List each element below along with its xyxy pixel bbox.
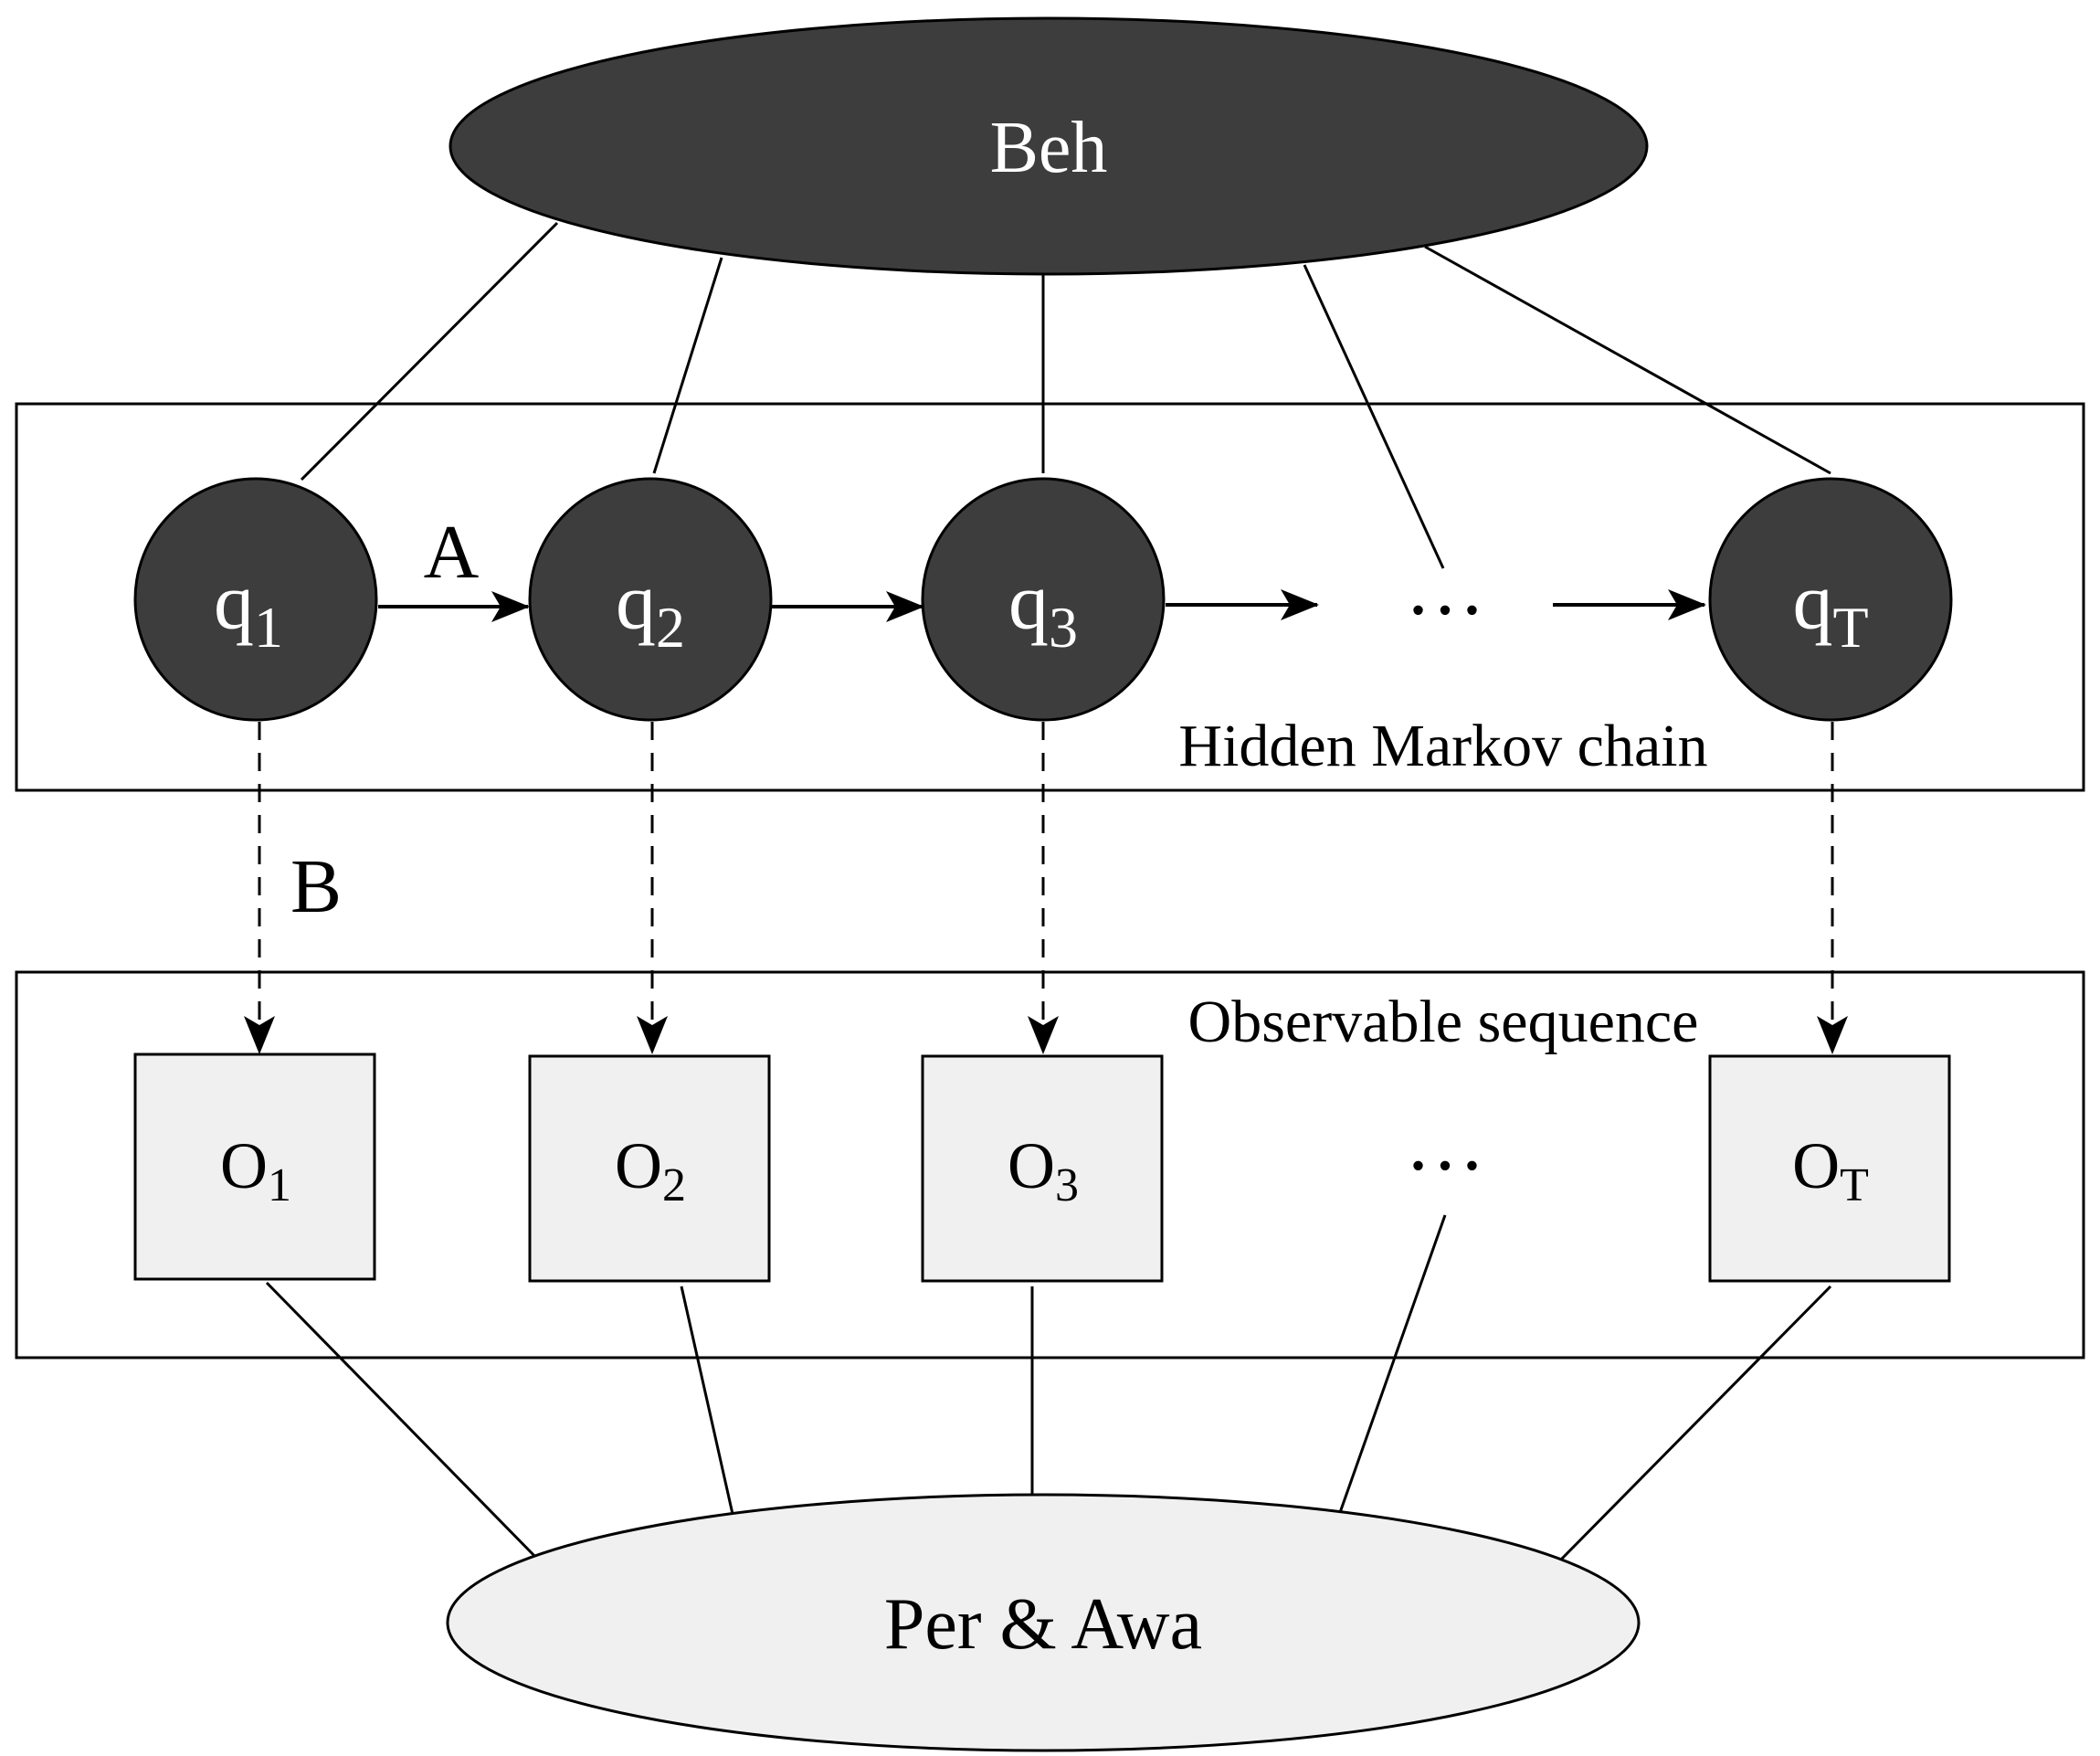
transition-label: A (424, 510, 480, 595)
hidden-state-label: q3 (1008, 558, 1078, 660)
beh-links (300, 221, 1831, 569)
observation: OT (1708, 1054, 1951, 1283)
hidden-chain-caption: Hidden Markov chain (1178, 713, 1707, 779)
observation-label: O1 (220, 1129, 291, 1211)
emission-label: B (290, 844, 342, 929)
hidden-chain-frame (15, 402, 2085, 792)
hidden-states: q1 q2 q3 qT (133, 477, 1953, 722)
beh-label: Beh (990, 108, 1108, 188)
beh-link-qT (1424, 245, 1831, 475)
observation-label: O2 (615, 1129, 686, 1211)
perawa-link-o2 (680, 1285, 736, 1523)
observable-box: Observable sequence (15, 970, 2085, 1359)
hidden-state-circle (133, 477, 378, 722)
beh-link-q2 (652, 257, 723, 474)
observation-box (133, 1053, 376, 1281)
emission-arrows (244, 722, 1848, 1054)
observation: O3 (921, 1054, 1164, 1283)
observable-caption: Observable sequence (1188, 989, 1699, 1055)
hidden-state-label: q2 (616, 558, 685, 660)
observation-box (1708, 1054, 1951, 1283)
hidden-state: qT (1708, 477, 1953, 722)
hidden-state-circle (1708, 477, 1953, 722)
hidden-state-label: q1 (214, 558, 283, 660)
hidden-state: q3 (921, 477, 1166, 722)
beh-ellipse (448, 16, 1649, 276)
observation-label: O3 (1008, 1129, 1079, 1211)
observations: O1 O2 O3 OT (133, 1053, 1951, 1283)
observable-frame (15, 970, 2085, 1359)
observation-box (921, 1054, 1164, 1283)
observable-ellipsis: … (1405, 1099, 1485, 1188)
perawa-links (265, 1214, 1832, 1566)
perawa-link-oT (1555, 1285, 1832, 1566)
perawa-link-o1 (265, 1281, 543, 1564)
perawa-label: Per & Awa (884, 1584, 1202, 1665)
perawa-ellipse (446, 1493, 1641, 1752)
beh-link-q1 (300, 221, 559, 481)
hidden-state-circle (921, 477, 1166, 722)
transition-arrows (378, 589, 1706, 622)
hidden-chain-ellipsis: … (1405, 544, 1485, 632)
hidden-state: q1 (133, 477, 378, 722)
observation: O2 (528, 1054, 771, 1283)
beh-node: Beh (448, 16, 1649, 276)
hidden-chain-box: Hidden Markov chain (15, 402, 2085, 792)
beh-link-ellipsis (1303, 264, 1445, 569)
hidden-state: q2 (528, 477, 773, 722)
hidden-state-label: qT (1792, 558, 1868, 660)
observation: O1 (133, 1053, 376, 1281)
perawa-link-ellipsis (1335, 1214, 1447, 1521)
observation-label: OT (1792, 1129, 1869, 1211)
perawa-node: Per & Awa (446, 1493, 1641, 1752)
hidden-state-circle (528, 477, 773, 722)
observation-box (528, 1054, 771, 1283)
